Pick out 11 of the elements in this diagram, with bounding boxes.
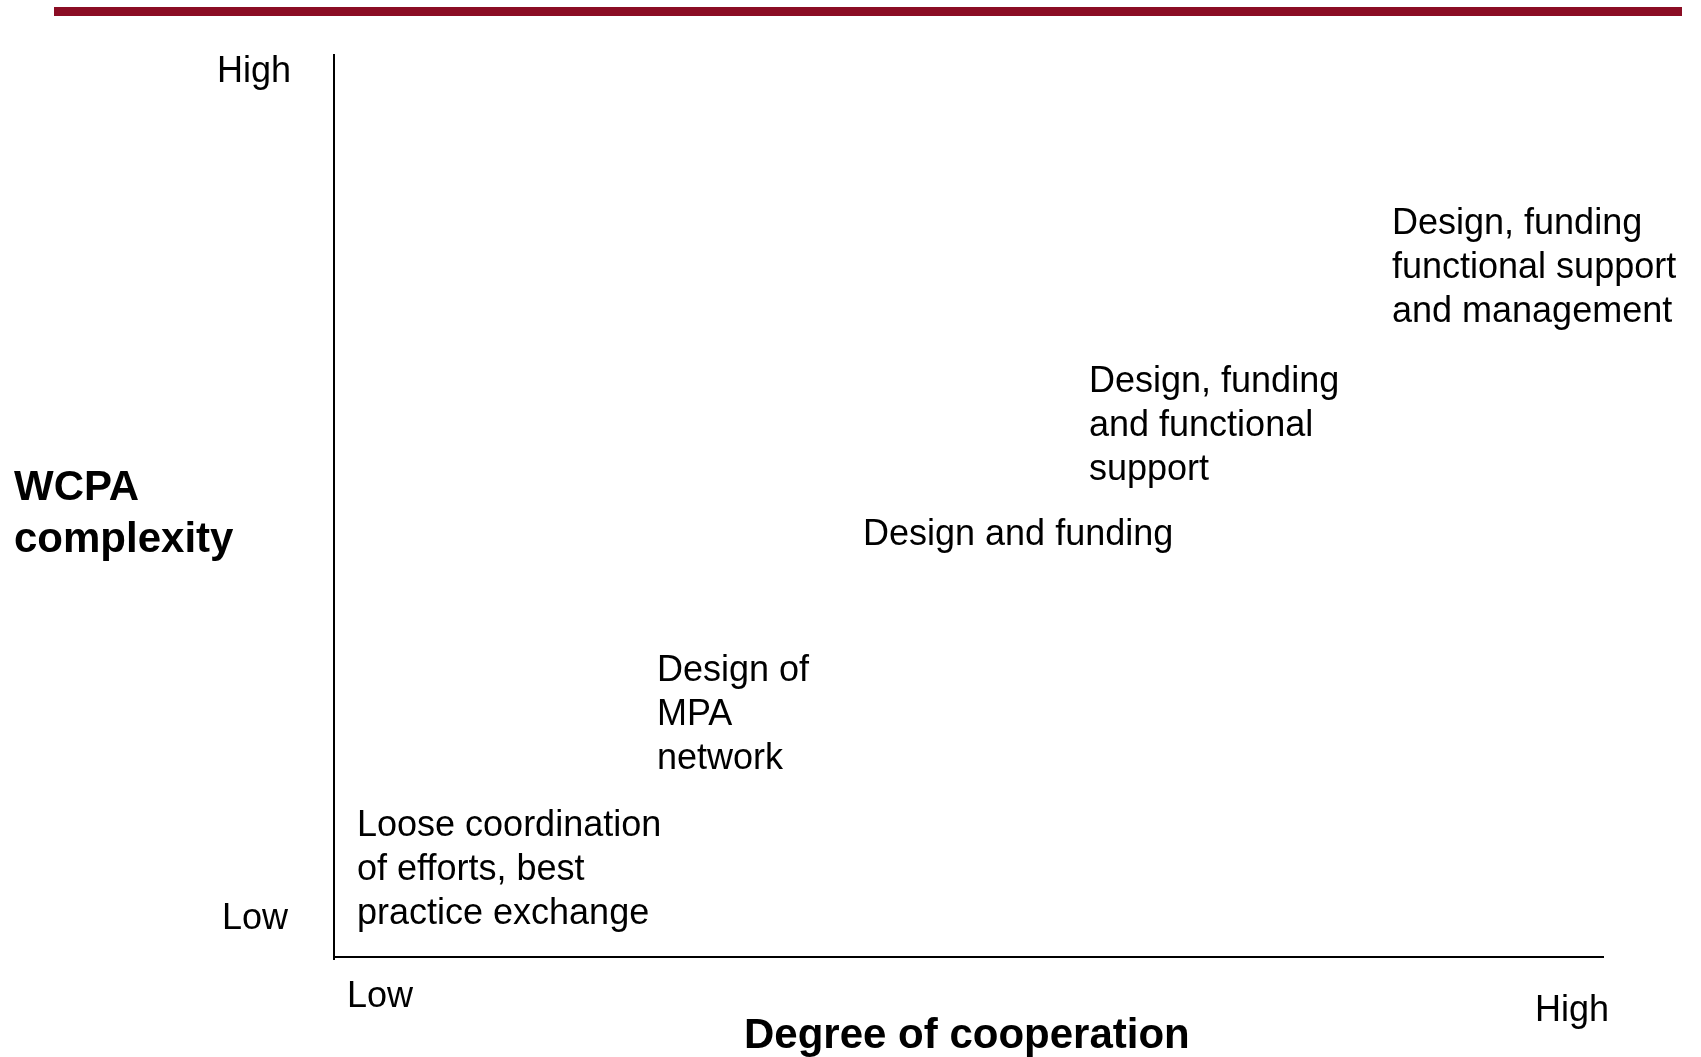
stage-label: Design and funding bbox=[863, 511, 1174, 555]
stage-label: Design of MPA network bbox=[657, 647, 811, 779]
stage-label: Design, funding functional support and management bbox=[1392, 200, 1678, 332]
tick-label: High bbox=[217, 48, 292, 92]
tick-label: Low bbox=[347, 973, 414, 1017]
stage-label: Loose coordination of efforts, best practice exchange bbox=[357, 802, 663, 934]
stage-label: Design, funding and functional support bbox=[1089, 358, 1341, 490]
tick-label: High bbox=[1535, 987, 1610, 1031]
tick-label: Low bbox=[222, 895, 289, 939]
axis-title: Degree of cooperation bbox=[744, 1009, 1190, 1057]
axis-title: WCPA complexity bbox=[14, 461, 235, 563]
